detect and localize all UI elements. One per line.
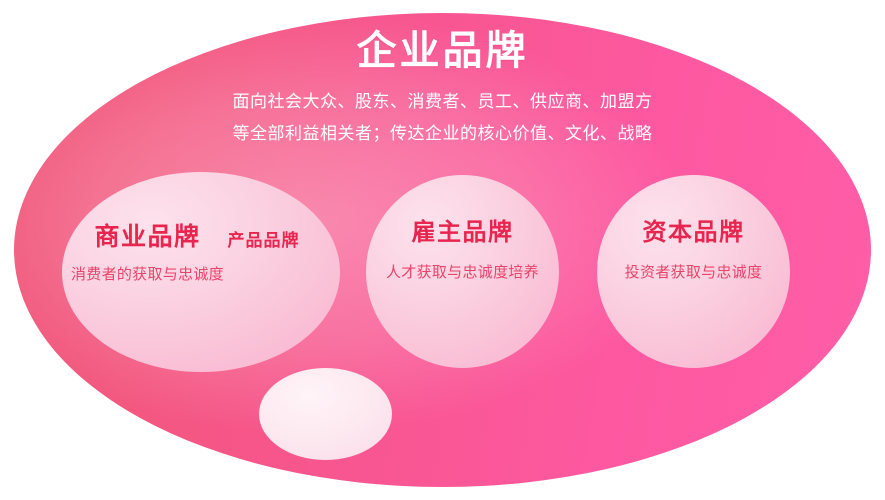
bubble-employer-brand [366,175,559,368]
bubble-capital-brand [597,175,790,368]
bubble-product-brand [259,368,392,460]
bubble-commercial-brand [62,172,392,460]
